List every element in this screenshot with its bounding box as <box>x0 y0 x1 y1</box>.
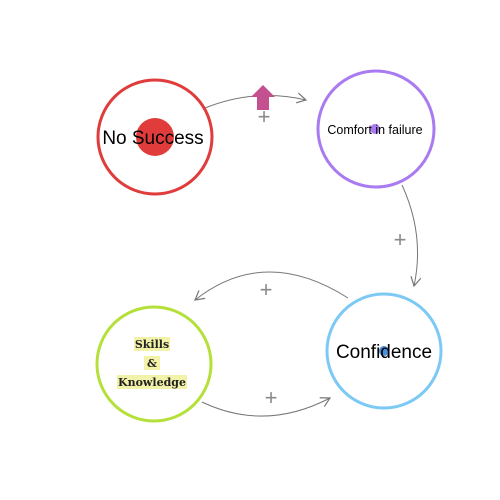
node-confidence[interactable]: Confidence <box>325 292 443 410</box>
node-label-line: Skills <box>135 338 169 351</box>
node-center-dot <box>379 346 389 356</box>
polarity-sign: + <box>258 104 271 129</box>
link-comfort-to-confidence <box>401 184 422 288</box>
polarity-sign: + <box>265 385 278 410</box>
node-label: Confidence <box>336 342 432 363</box>
label-highlight <box>144 356 160 370</box>
link-no-success-to-comfort <box>204 92 308 109</box>
node-center-dot <box>136 118 174 156</box>
node-comfort-in-failure[interactable]: Comfort in failure <box>316 69 436 189</box>
node-label: No Success <box>102 128 203 149</box>
up-arrow-icon <box>251 85 275 110</box>
node-label-line: & <box>147 357 157 370</box>
node-label: Comfort in failure <box>327 123 422 137</box>
link-confidence-to-skills <box>194 271 349 301</box>
link-skills-to-confidence <box>201 397 332 417</box>
node-center-dot <box>370 124 380 134</box>
label-highlight <box>134 337 170 351</box>
label-highlight <box>117 375 187 389</box>
node-no-success[interactable]: No Success <box>96 78 214 196</box>
polarity-sign: + <box>260 277 273 302</box>
node-skills-knowledge[interactable]: Skills & Knowledge <box>95 305 213 423</box>
node-label-line: Knowledge <box>118 376 186 389</box>
polarity-sign: + <box>394 227 407 252</box>
